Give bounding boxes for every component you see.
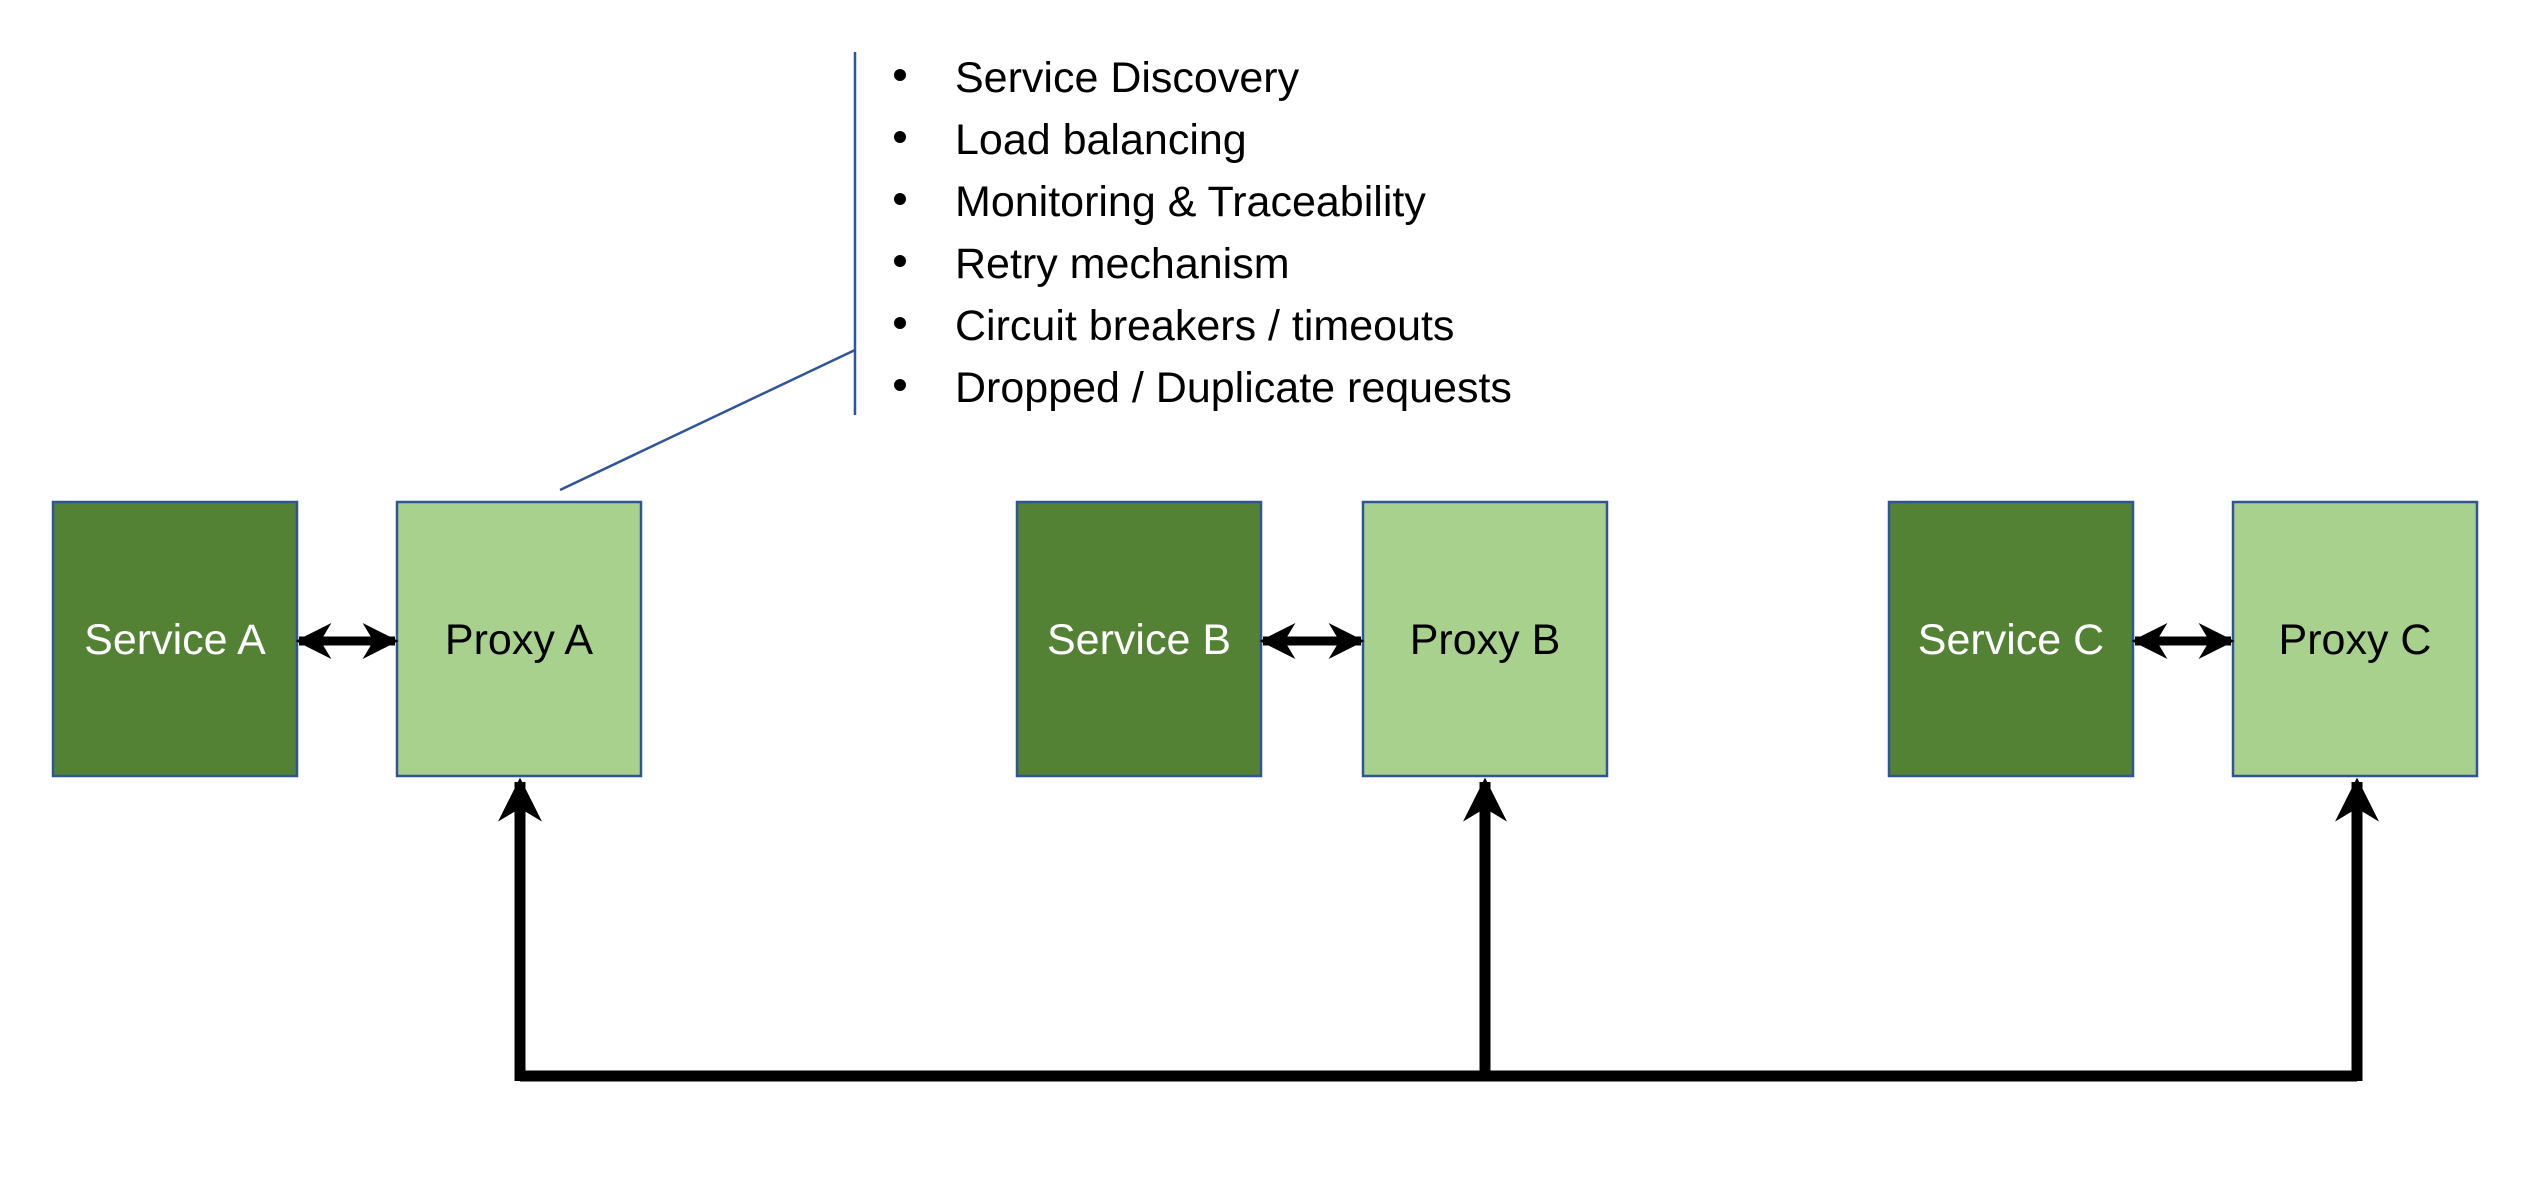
bullet-dot bbox=[894, 69, 906, 81]
proxy-c-box bbox=[2231, 500, 2479, 778]
bullet-dot bbox=[894, 317, 906, 329]
callout-item-text: Service Discovery bbox=[955, 54, 1300, 102]
callout-item: Retry mechanism bbox=[894, 240, 1290, 288]
callout-item: Monitoring & Traceability bbox=[894, 178, 1426, 226]
callout-item: Dropped / Duplicate requests bbox=[894, 364, 1512, 412]
service-a-label: Service A bbox=[84, 616, 266, 664]
pair-c: Service C Proxy C bbox=[1887, 500, 2479, 778]
pair-b: Service B Proxy B bbox=[1015, 500, 1609, 778]
callout-item: Load balancing bbox=[894, 116, 1247, 164]
service-a-box bbox=[51, 500, 299, 778]
callout-item: Service Discovery bbox=[894, 54, 1300, 102]
callout-item: Circuit breakers / timeouts bbox=[894, 302, 1454, 350]
proxy-b-box bbox=[1361, 500, 1609, 778]
proxy-b-label: Proxy B bbox=[1410, 616, 1561, 664]
callout-item-text: Load balancing bbox=[955, 116, 1247, 164]
bullet-dot bbox=[894, 379, 906, 391]
callout-item-text: Monitoring & Traceability bbox=[955, 178, 1426, 226]
service-c-box bbox=[1887, 500, 2135, 778]
bullet-dot bbox=[894, 255, 906, 267]
proxy-network bbox=[498, 777, 2379, 1082]
service-b-box bbox=[1015, 500, 1263, 778]
service-c-label: Service C bbox=[1918, 616, 2104, 664]
callout: Service Discovery Load balancing Monitor… bbox=[559, 52, 1512, 492]
bullet-dot bbox=[894, 131, 906, 143]
callout-item-text: Retry mechanism bbox=[955, 240, 1290, 288]
bullet-dot bbox=[894, 193, 906, 205]
callout-pointer-line bbox=[559, 348, 856, 492]
callout-item-text: Dropped / Duplicate requests bbox=[955, 364, 1512, 412]
callout-item-text: Circuit breakers / timeouts bbox=[955, 302, 1454, 350]
proxy-a-label: Proxy A bbox=[445, 616, 593, 664]
proxy-a-box bbox=[395, 500, 643, 778]
callout-list: Service Discovery Load balancing Monitor… bbox=[894, 54, 1512, 412]
service-b-label: Service B bbox=[1047, 616, 1231, 664]
proxy-c-label: Proxy C bbox=[2279, 616, 2432, 664]
pair-a: Service A Proxy A bbox=[51, 500, 643, 778]
